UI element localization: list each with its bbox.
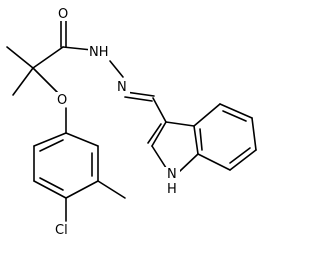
atom-labels: O NH N O N H Cl <box>55 7 177 238</box>
bond-ar-6-1 <box>33 132 67 147</box>
bond-ar-1-2 <box>65 132 99 147</box>
atom-n-indole: N <box>167 167 177 182</box>
bond-c-nh <box>62 46 93 51</box>
bond-cq-me1 <box>6 46 34 69</box>
bond-ind-c3a-c3 <box>165 121 195 127</box>
bond-ind-c7a-c3a <box>193 125 199 155</box>
bond-ar-4-5 <box>33 180 67 199</box>
structure-canvas: O NH N O N H Cl <box>6 6 257 238</box>
bond-cq-o <box>32 67 59 94</box>
bond-ind-inner-b <box>222 110 247 122</box>
bond-ind-5-6 <box>251 117 257 151</box>
atom-cl: Cl <box>55 223 68 238</box>
bond-ar-inner-c <box>39 139 64 152</box>
bond-n-ch-a <box>125 91 155 97</box>
bond-ind-3a-4 <box>193 103 221 127</box>
bond-ind-c2-n1 <box>151 145 169 172</box>
bond-ind-c3-c2 <box>151 121 167 147</box>
molecule-diagram: O NH N O N H Cl <box>6 6 257 238</box>
bond-ind-4-5 <box>219 103 253 119</box>
atom-nh-hydrazide: NH <box>89 45 109 60</box>
bond-ar-3-4 <box>65 180 99 199</box>
bond-co-cq <box>32 46 64 69</box>
bonds <box>6 20 257 222</box>
bond-nh-n <box>109 60 124 78</box>
bond-ind-inner-a <box>199 128 203 151</box>
bond-ind-n1-c7a <box>179 153 199 172</box>
bond-n-ch-b <box>124 96 153 102</box>
bond-ar-methyl <box>97 180 126 199</box>
bond-ar-inner-b <box>39 177 64 191</box>
bond-cq-me2 <box>12 67 34 96</box>
atom-h-indole: H <box>167 182 177 197</box>
bond-ind-inner-c <box>229 147 251 164</box>
atom-n-hydrazone: N <box>117 80 127 95</box>
bond-ind-c3-c2-inner <box>147 123 162 144</box>
atom-o-ether: O <box>57 93 67 108</box>
atom-o-carbonyl: O <box>58 7 68 22</box>
bond-ind-7-7a <box>197 153 231 171</box>
atom-backgrounds <box>54 6 180 237</box>
bond-ch-c3 <box>152 97 167 123</box>
bond-ind-6-7 <box>229 149 257 171</box>
